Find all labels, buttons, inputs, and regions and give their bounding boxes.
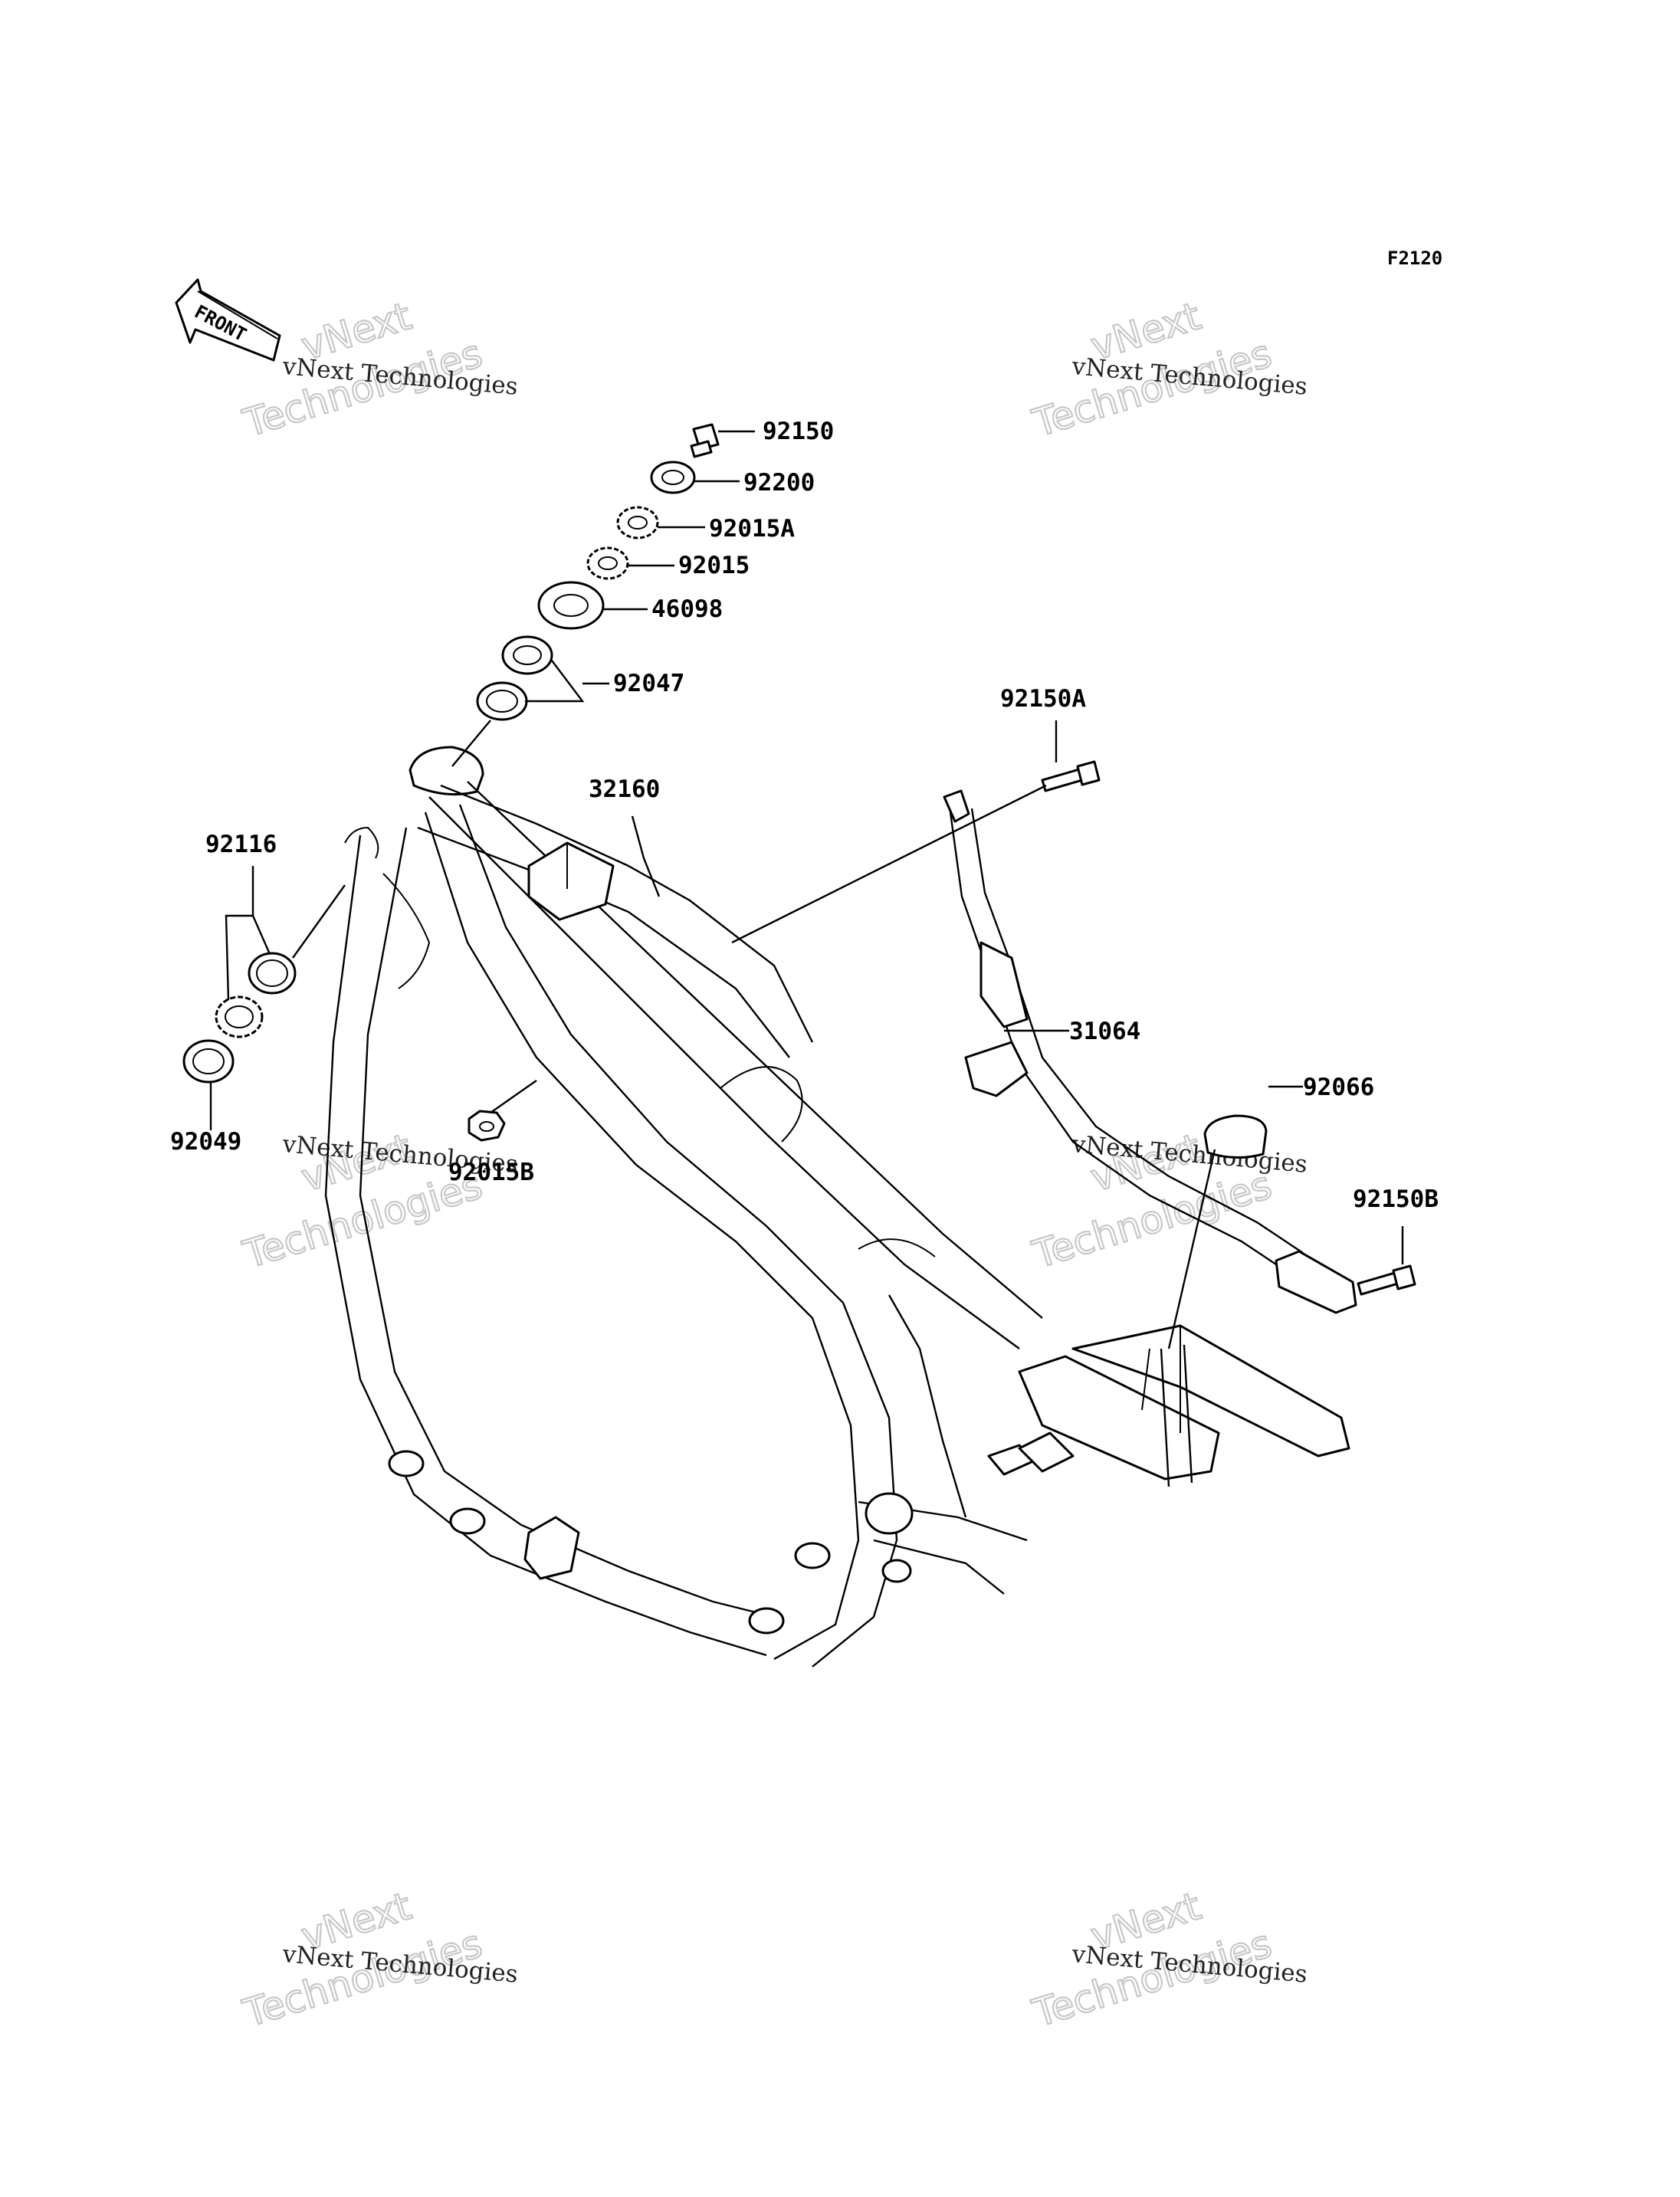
watermark-top-left: vNext Technologies vNext Technologies	[237, 293, 519, 447]
bolt-92150A	[1041, 760, 1101, 792]
front-arrow-icon: FRONT	[175, 278, 281, 362]
race-92116-outer	[248, 952, 297, 995]
nut-92015A	[616, 506, 659, 539]
watermark-bottom-left: vNext Technologies vNext Technologies	[237, 1883, 519, 2037]
seal-92049	[182, 1039, 235, 1084]
cap-92066	[1203, 1114, 1268, 1159]
label-46098: 46098	[651, 595, 723, 623]
label-92066: 92066	[1303, 1074, 1374, 1101]
label-31064: 31064	[1069, 1018, 1140, 1045]
watermark-top-right: vNext Technologies vNext Technologies	[1026, 293, 1308, 447]
leader-lines	[209, 430, 1404, 1349]
label-92047: 92047	[613, 670, 684, 697]
frame-32160	[324, 746, 1350, 1667]
subframe-31064	[943, 789, 1357, 1314]
nut-92015	[586, 546, 629, 580]
label-32160: 32160	[589, 776, 660, 803]
figure-code: F2120	[1387, 248, 1442, 269]
bearing-92047-lower	[476, 681, 528, 721]
label-92015B: 92015B	[448, 1159, 534, 1186]
seal-46098	[537, 581, 605, 630]
label-92116: 92116	[205, 831, 277, 858]
bearing-92116-inner	[215, 995, 264, 1038]
watermark-middle-left: vNext Technologies vNext Technologies	[237, 1124, 519, 1278]
label-92015: 92015	[678, 552, 750, 579]
label-92150B: 92150B	[1353, 1185, 1439, 1213]
label-92049: 92049	[170, 1128, 241, 1156]
label-92200: 92200	[743, 469, 815, 497]
bolt-92150B	[1357, 1264, 1416, 1296]
nut-92015B	[468, 1110, 506, 1142]
watermark-bottom-right: vNext Technologies vNext Technologies	[1026, 1883, 1308, 2037]
label-92015A: 92015A	[709, 515, 795, 543]
label-92150A: 92150A	[1000, 685, 1086, 713]
bearing-92047-upper	[501, 635, 553, 675]
watermark-middle-right: vNext Technologies vNext Technologies	[1026, 1124, 1308, 1278]
label-92150: 92150	[763, 418, 834, 445]
bolt-92150	[690, 423, 720, 458]
washer-92200	[650, 461, 696, 494]
